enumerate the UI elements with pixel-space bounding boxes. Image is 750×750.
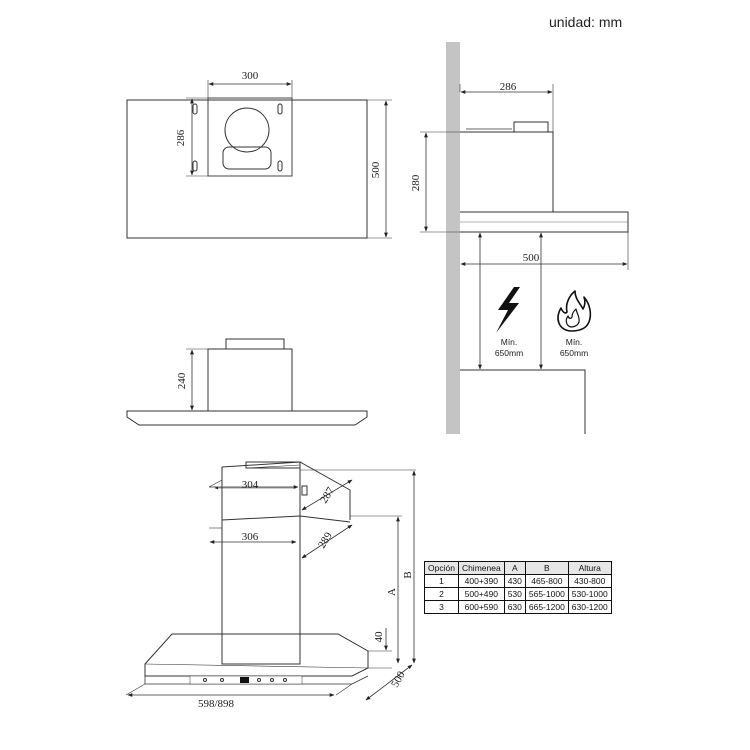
side-view-height-label: 280: [410, 174, 422, 191]
table-header-cell: Altura: [567, 561, 612, 575]
table-cell: 1: [424, 574, 459, 588]
front-view-height-label: 240: [176, 372, 188, 389]
top-view-filter-slot: [222, 146, 272, 170]
iso-depth-label: 500: [389, 669, 408, 690]
iso-top-width-label: 304: [242, 479, 259, 491]
table-header-cell: Opción: [424, 561, 459, 575]
top-view-motor-circle: [224, 107, 270, 153]
iso-button-1: [203, 678, 207, 682]
gas-flame-icon: [557, 290, 592, 332]
top-view: [126, 80, 392, 239]
options-table: Opción Chimenea A B Altura 1 400+390 430…: [424, 561, 612, 614]
table-cell: 465-800: [524, 574, 569, 588]
table-cell: 3: [424, 600, 459, 614]
top-view-height-label: 500: [370, 161, 382, 178]
table-header-cell: Chimenea: [457, 561, 505, 575]
side-view-chimney: [460, 131, 554, 212]
side-view-width-label: 500: [523, 252, 540, 264]
iso-top-depth-dimension: [301, 479, 353, 511]
table-cell: 430-800: [567, 574, 612, 588]
isometric-view: [125, 461, 416, 701]
table-cell: 565-1000: [524, 587, 569, 601]
unit-label: unidad: mm: [549, 14, 623, 30]
table-cell: 2: [424, 587, 459, 601]
top-view-width-label: 300: [242, 70, 259, 82]
front-view-hood-canopy: [126, 410, 368, 426]
table-cell: 630: [503, 600, 526, 614]
gas-min-label-line1: Mín.: [566, 337, 583, 347]
iso-button-5: [283, 678, 287, 682]
top-view-chimney-outline: [207, 97, 293, 177]
table-cell: 630-1200: [567, 600, 612, 614]
table-row: 2 500+490 530 565-1000 530-1000: [424, 587, 612, 601]
side-view-wall: [446, 42, 460, 434]
iso-bottom-width-label: 306: [242, 531, 259, 543]
iso-display: [240, 677, 249, 683]
iso-outlet-port: [301, 485, 308, 496]
side-view: [420, 42, 629, 434]
front-view-chimney-body: [207, 348, 293, 412]
top-view-hood-outline: [126, 99, 368, 239]
top-view-depth-label: 286: [175, 129, 187, 146]
top-view-bracket-right-top: [277, 103, 283, 115]
iso-button-2: [220, 678, 224, 682]
iso-lower-chimney: [221, 515, 351, 665]
table-cell: 530-1000: [567, 587, 612, 601]
iso-bottom-depth-dimension: [301, 524, 353, 559]
side-view-motor-cap: [513, 121, 549, 133]
iso-depth-dimension: [365, 664, 413, 701]
iso-hood-canopy: [144, 633, 369, 677]
table-cell: 430: [503, 574, 526, 588]
iso-b-label: B: [402, 571, 414, 578]
table-cell: 600+590: [457, 600, 505, 614]
table-cell: 400+390: [457, 574, 505, 588]
table-row: 3 600+590 630 665-1200 630-1200: [424, 600, 612, 614]
iso-top-depth-label: 287: [318, 485, 337, 506]
iso-button-4: [270, 678, 274, 682]
table-header-cell: B: [524, 561, 569, 575]
front-view-motor-cap: [225, 338, 285, 350]
top-view-bracket-left-top: [192, 103, 198, 115]
table-cell: 665-1200: [524, 600, 569, 614]
iso-button-3: [257, 678, 261, 682]
iso-a-label: A: [386, 588, 398, 596]
table-cell: 500+490: [457, 587, 505, 601]
iso-bottom-depth-label: 289: [316, 530, 335, 551]
table-header-row: Opción Chimenea A B Altura: [424, 561, 612, 575]
top-view-bracket-right-bottom: [277, 160, 283, 172]
table-row: 1 400+390 430 465-800 430-800: [424, 574, 612, 588]
front-view: [126, 338, 368, 426]
iso-width-label: 598/898: [198, 698, 235, 710]
lightning-bolt-icon: [496, 287, 520, 333]
side-view-cabinet: [460, 369, 586, 434]
side-view-depth-label: 286: [500, 81, 517, 93]
electric-min-label-line1: Mín.: [501, 337, 518, 347]
top-view-bracket-left-bottom: [192, 160, 198, 172]
iso-height-40-label: 40: [373, 631, 385, 643]
electric-min-label-line2: 650mm: [495, 348, 523, 358]
table-cell: 530: [503, 587, 526, 601]
table-header-cell: A: [503, 561, 526, 575]
gas-min-label-line2: 650mm: [560, 348, 588, 358]
